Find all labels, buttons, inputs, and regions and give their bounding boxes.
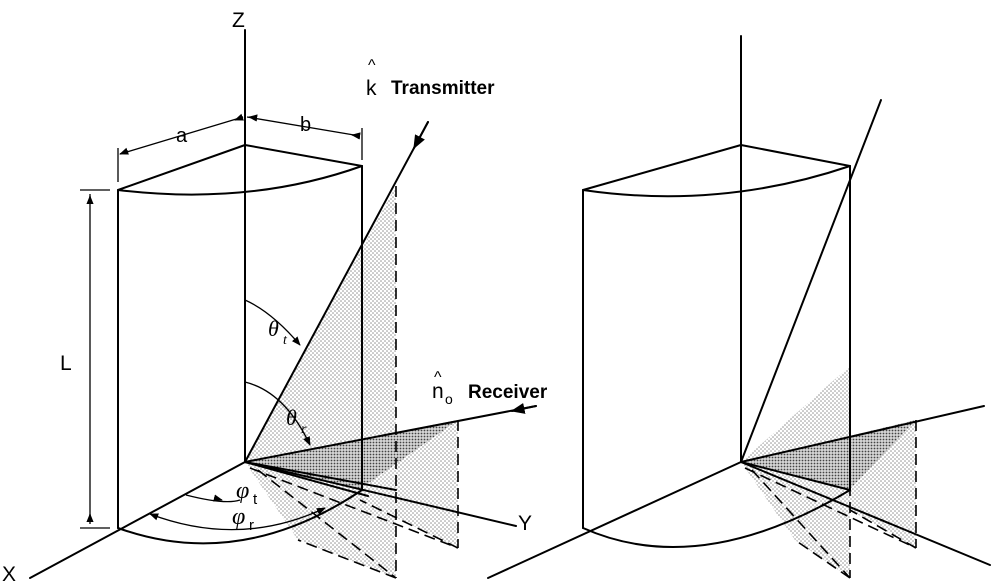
right-transmitter-plane-dashes [751, 366, 851, 579]
right-transmitter-line [740, 99, 882, 463]
right-cylinder-top-front [582, 165, 851, 198]
x-axis-label: X [2, 563, 16, 582]
k-hat-symbol: k [366, 77, 377, 100]
receiver-ground-projection [244, 461, 369, 497]
z-axis-label: Z [232, 9, 245, 32]
transmitter-ground-projection [244, 461, 397, 491]
cylinder-top-back-x [117, 144, 246, 191]
right-cylinder-top-back-x [582, 144, 742, 191]
y-axis [244, 461, 517, 527]
transmitter-plane-shading [245, 186, 396, 578]
cylinder-bottom-arc [117, 489, 363, 545]
transmitter-arrow [413, 121, 429, 150]
cylinder-top-front [117, 165, 363, 196]
right-transmitter-projection [740, 461, 851, 491]
right-receiver-plane-dashes [744, 420, 917, 549]
phi-t-subscript: t [253, 491, 258, 508]
right-diagram [487, 35, 991, 579]
dimension-L-label: L [60, 352, 72, 375]
phi-r-symbol: φ [232, 504, 245, 530]
transmitter-plane-dashes [257, 186, 397, 579]
theta-t-symbol: θ [268, 316, 279, 341]
right-cylinder-bottom-arc [582, 489, 851, 548]
receiver-direction-line [244, 405, 537, 463]
phi-t-symbol: φ [236, 478, 249, 504]
cylinder-top-back-y [244, 144, 363, 167]
theta-r-symbol: θ [286, 405, 297, 430]
theta-r-arc [244, 381, 311, 446]
right-receiver-triangle-dark [741, 420, 916, 489]
dimension-a-label: a [176, 125, 188, 147]
theta-r-subscript: r [301, 422, 307, 437]
n-subscript: o [445, 391, 453, 407]
dimension-b-arrows [249, 117, 360, 136]
theta-t-arc [244, 299, 301, 346]
receiver-plane-dashes [249, 420, 459, 549]
n-hat-mark: ^ [434, 369, 442, 386]
right-y-axis [740, 461, 991, 566]
x-axis [29, 461, 246, 579]
k-hat-mark: ^ [368, 57, 376, 74]
phi-t-arc [185, 494, 241, 503]
dimension-L-line [80, 189, 110, 529]
transmitter-direction-line [244, 121, 429, 463]
dimension-b-label: b [300, 114, 311, 136]
phi-t-arrow [213, 494, 223, 502]
receiver-label: Receiver [468, 382, 548, 403]
receiver-arrow [510, 402, 537, 414]
theta-t-subscript: t [283, 333, 288, 348]
right-x-axis [487, 461, 742, 579]
right-cylinder-top-back-y [740, 144, 851, 167]
right-receiver-line [740, 405, 985, 463]
n-hat-symbol: n [432, 380, 444, 403]
phi-r-subscript: r [249, 517, 254, 534]
transmitter-label: Transmitter [391, 78, 495, 99]
left-diagram: Z X Y a b L ^ k Transmitter ^ n o Receiv… [2, 9, 548, 582]
phi-r-arc [149, 507, 326, 531]
y-axis-label: Y [518, 512, 532, 535]
